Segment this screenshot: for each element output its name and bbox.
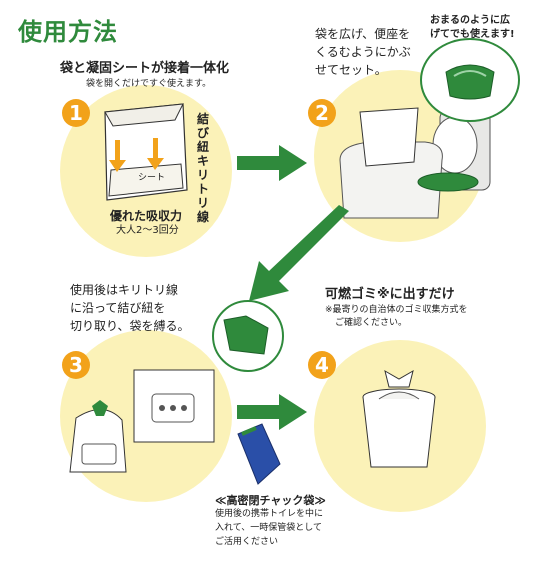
step1-heading: 袋と凝固シートが接着一体化 [60,61,230,76]
step3-text-line1: 使用後はキリトリ線 [70,283,179,297]
chack-text-line1: 使用後の携帯トイレを中に [215,509,324,519]
chack-heading: ≪高密閉チャック袋≫ [215,494,326,507]
step4-number: 4 [308,351,336,379]
step3-bag-illustration [69,369,215,473]
step1-label-capacity: 大人2〜3回分 [116,225,179,236]
step1-label-absorb: 優れた吸収力 [110,209,183,223]
step3-bubble-bag [223,315,269,355]
step2-text-line2: くるむようにかぶ [315,45,411,59]
step4-note-line2: ご確認ください。 [335,318,408,328]
page-title: 使用方法 [18,18,118,46]
step1-bag-illustration [104,103,188,201]
step2-text-line3: せてセット。 [315,63,387,77]
step1-label-tie: 結び紐キリトリ線 [197,112,210,224]
step3-text-line3: 切り取り、袋を縛る。 [70,319,190,333]
step1-number: 1 [62,99,90,127]
chack-text-line3: ご活用ください [215,537,279,547]
step4-note-line1: ※最寄りの自治体のゴミ収集方式を [325,305,468,315]
step1-label-sheet: シート [138,173,166,183]
step2-bubble-bag [445,64,495,100]
step4-trash-illustration [362,369,436,468]
step2-bubble-line2: げてでも使えます! [430,29,515,40]
chack-text-line2: 入れて、一時保管袋として [215,523,323,533]
step2-toilet-illustration [339,107,491,219]
arrow-diagonal [249,205,349,301]
step1-subtext: 袋を開くだけですぐ使えます。 [86,79,212,89]
step2-text-line1: 袋を広げ、便座を [315,27,411,41]
step4-heading: 可燃ゴミ※に出すだけ [325,287,455,302]
arrow-right-1 [237,145,307,181]
step3-bubble [212,300,284,372]
chack-bag-illustration [237,423,281,485]
step3-text-line2: に沿って結び紐を [70,301,166,315]
step3-number: 3 [62,351,90,379]
step2-number: 2 [308,99,336,127]
arrow-right-2 [237,394,307,430]
step2-bubble-line1: おまるのように広 [430,15,510,26]
